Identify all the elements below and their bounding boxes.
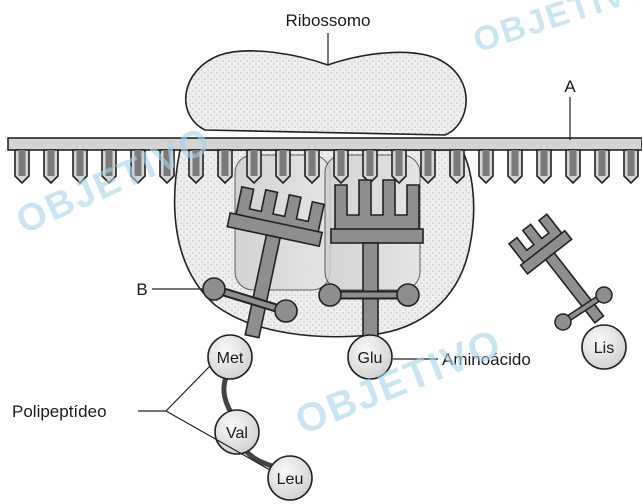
mrna-codon: [15, 150, 29, 183]
amino-acid-lis-label: Lis: [594, 340, 614, 357]
amino-acid-lis: Lis: [582, 325, 626, 369]
mrna-codon: [450, 150, 464, 183]
trna-free: [505, 210, 621, 337]
mrna-codon: [363, 150, 377, 183]
mrna-strand: [8, 138, 642, 150]
amino-acid-leu-label: Leu: [277, 471, 304, 488]
mrna-codon: [218, 150, 232, 183]
amino-acid-glu-label: Glu: [358, 350, 383, 367]
mrna-codon: [508, 150, 522, 183]
amino-acid-glu: Glu: [348, 335, 392, 379]
mrna-codon: [102, 150, 116, 183]
polypeptide-leader-met: [166, 366, 210, 411]
mrna-codon: [305, 150, 319, 183]
amino-acid-label: Aminoácido: [442, 350, 531, 369]
ribosome-large-subunit: [186, 51, 466, 135]
mrna-codon: [537, 150, 551, 183]
mrna-codon: [131, 150, 145, 183]
mrna-codon: [247, 150, 261, 183]
mrna-codon: [392, 150, 406, 183]
mrna-codon: [595, 150, 609, 183]
mrna-codon: [189, 150, 203, 183]
amino-acid-met: Met: [208, 335, 252, 379]
mrna-codon: [73, 150, 87, 183]
mrna-codon: [624, 150, 638, 183]
ribosome-label: Ribossomo: [285, 11, 370, 30]
amino-acid-val-label: Val: [226, 425, 248, 442]
trna-label: B: [136, 280, 147, 299]
amino-acid-val: Val: [215, 410, 259, 454]
polypeptide-label: Polipeptídeo: [12, 402, 107, 421]
mrna-codon: [421, 150, 435, 183]
mrna-codon: [44, 150, 58, 183]
mrna-codon: [566, 150, 580, 183]
mrna-codon: [160, 150, 174, 183]
mrna-codon: [276, 150, 290, 183]
amino-acid-met-label: Met: [217, 350, 244, 367]
mrna-label: A: [564, 77, 576, 96]
mrna-codon: [479, 150, 493, 183]
amino-acid-leu: Leu: [268, 456, 312, 500]
mrna-codon: [334, 150, 348, 183]
